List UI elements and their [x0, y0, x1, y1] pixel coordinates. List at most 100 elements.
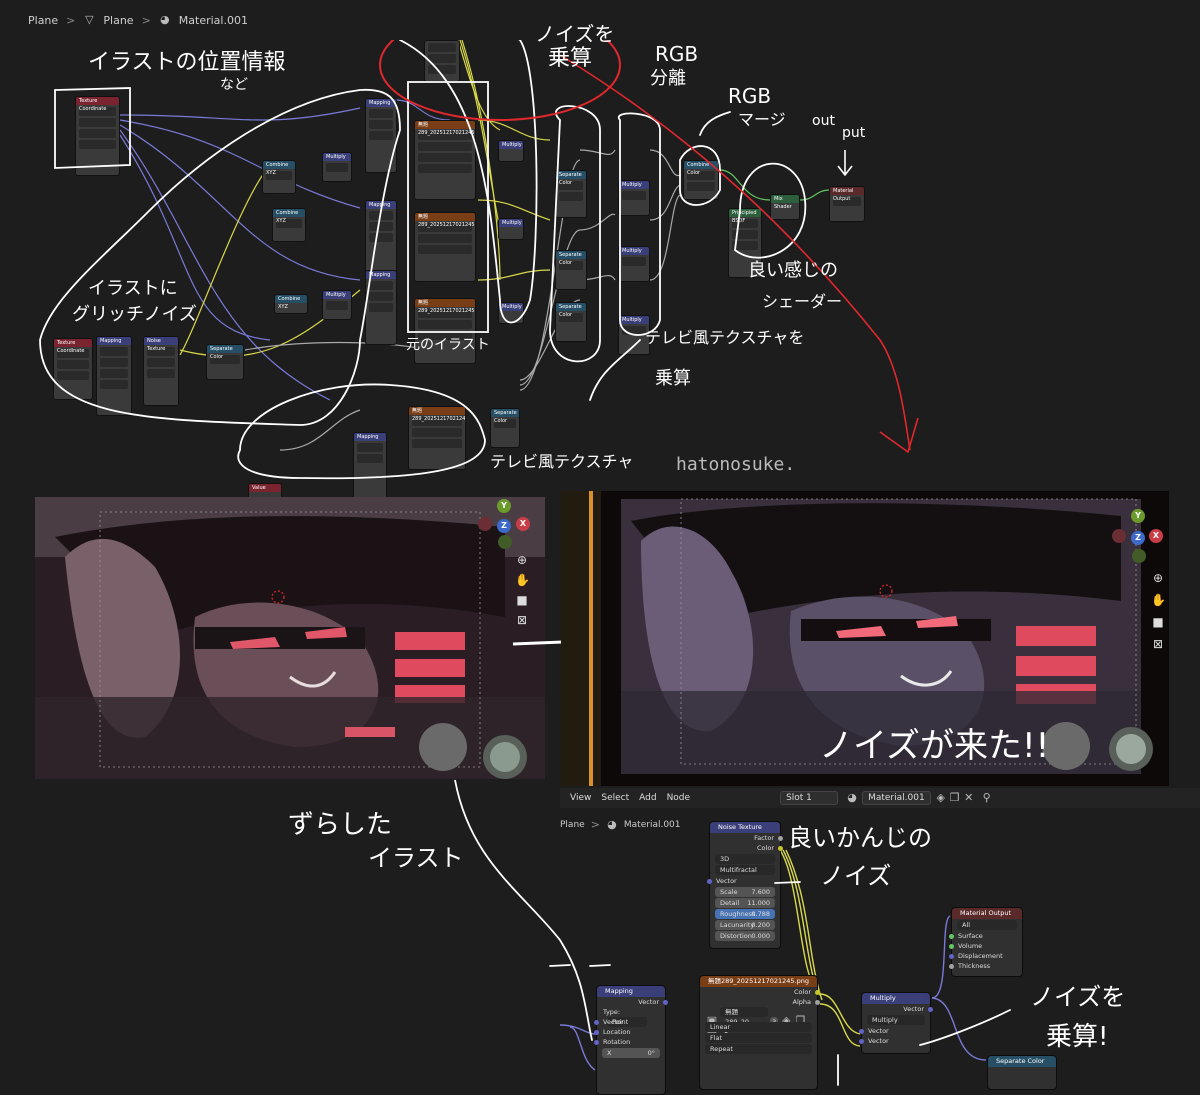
gizmo-z-axis[interactable]: Z [497, 519, 511, 533]
projection-select[interactable]: Flat [705, 1033, 812, 1043]
node-mix-shader[interactable]: Mix Shader [770, 194, 800, 220]
duplicate-icon[interactable]: ❐ [795, 1014, 806, 1027]
material-output-node[interactable]: Material Output All Surface Volume Displ… [949, 907, 1023, 977]
node-separate-color-2[interactable]: Separate Color [490, 408, 520, 448]
operation-select[interactable]: Multiply [867, 1015, 925, 1025]
viewport-before[interactable]: Y Z X ⊕ ✋ ■ ⊠ [35, 497, 545, 779]
gizmo-neg-y[interactable] [1132, 549, 1146, 563]
node-multiply-2[interactable]: Multiply [322, 290, 352, 320]
node-multiply-3[interactable]: Multiply [498, 140, 524, 162]
noise-texture-node[interactable]: Noise Texture Factor Color 3D Multifract… [707, 821, 783, 949]
node-combine-xyz-1[interactable]: Combine XYZ [262, 160, 296, 194]
node-mapping-5[interactable]: Mapping [353, 432, 387, 502]
hand-pan-icon[interactable]: ✋ [515, 573, 530, 587]
mapping-node[interactable]: Mapping Vector Type: Point Vector Locati… [594, 985, 668, 1095]
annotation-output: out [812, 113, 835, 129]
node-tex-coord-2[interactable]: Texture Coordinate [53, 338, 93, 400]
menu-view[interactable]: View [570, 793, 592, 803]
node-sep-r[interactable]: Separate Color [555, 170, 587, 218]
menu-select[interactable]: Select [601, 793, 630, 803]
gizmo-x-axis[interactable]: X [1149, 529, 1163, 543]
lock-icon[interactable]: ⊠ [516, 613, 528, 627]
annotation-shader-2: シェーダー [762, 292, 843, 311]
zoom-icon[interactable]: ⊕ [516, 553, 528, 567]
node-multiply-g[interactable]: Multiply [618, 246, 650, 282]
multiply-node-header[interactable]: Multiply [862, 993, 930, 1004]
vector-multiply-node[interactable]: Multiply Vector Multiply Vector Vector [859, 992, 933, 1054]
duplicate-icon[interactable]: ❐ [949, 791, 960, 804]
mapping-type-select[interactable]: Point [607, 1017, 647, 1027]
menu-add[interactable]: Add [639, 793, 657, 803]
node-title: Noise Texture [144, 337, 178, 352]
node-noise-small[interactable]: Noise Texture [143, 336, 179, 406]
gizmo-z-axis[interactable]: Z [1131, 531, 1145, 545]
gizmo-y-axis[interactable]: Y [1131, 509, 1145, 523]
node-image-3[interactable]: 無題289_20251217021245.png [414, 298, 476, 364]
viewport-after[interactable]: Y Z X ⊕ ✋ ■ ⊠ ノイズが来た!! [561, 491, 1169, 786]
noise-node-header[interactable]: Noise Texture [710, 822, 780, 833]
gizmo-neg-x[interactable] [1112, 529, 1126, 543]
mesh-icon: ▽ [85, 13, 94, 26]
extension-select[interactable]: Repeat [705, 1044, 812, 1054]
material-output-header[interactable]: Material Output [952, 908, 1022, 919]
breadcrumb-material[interactable]: Material.001 [623, 819, 681, 830]
dimension-select[interactable]: 3D [715, 854, 775, 864]
shield-icon[interactable]: ◈ [782, 1014, 791, 1027]
node-multiply-r[interactable]: Multiply [618, 180, 650, 216]
hand-pan-icon[interactable]: ✋ [1151, 593, 1166, 607]
node-mapping-4[interactable]: Mapping [96, 336, 132, 416]
separate-color-header[interactable]: Separate Color [988, 1056, 1056, 1067]
image-icon[interactable]: ▣ [706, 1014, 718, 1027]
camera-icon[interactable]: ■ [516, 593, 528, 607]
image-texture-node[interactable]: 無題289_20251217021245.png Color Alpha ▣ 無… [699, 975, 820, 1090]
node-sep-g[interactable]: Separate Color [555, 250, 587, 290]
gizmo-neg-y[interactable] [498, 535, 512, 549]
node-multiply-4[interactable]: Multiply [498, 218, 524, 240]
node-texture-coordinate[interactable]: Texture Coordinate [75, 96, 120, 176]
node-material-output-small[interactable]: Material Output [829, 186, 865, 222]
node-multiply-1[interactable]: Multiply [322, 152, 352, 182]
separate-color-node[interactable]: Separate Color [987, 1055, 1057, 1090]
zoom-icon[interactable]: ⊕ [1152, 571, 1164, 585]
close-icon[interactable]: ✕ [720, 1027, 732, 1039]
material-name-field[interactable]: Material.001 [862, 791, 931, 805]
annotation-noise-multiply-2: 乗算 [548, 46, 593, 71]
node-combine-xyz-3[interactable]: Combine XYZ [274, 294, 308, 314]
folder-icon[interactable]: ▤ [706, 1027, 718, 1039]
mapping-node-header[interactable]: Mapping [597, 986, 665, 997]
node-image-1[interactable]: 無題289_20251217021245.png [414, 120, 476, 200]
lock-icon[interactable]: ⊠ [1152, 637, 1164, 651]
node-noise-top[interactable] [424, 40, 460, 82]
node-separate-color-small[interactable]: Separate Color [206, 344, 244, 380]
menu-node[interactable]: Node [666, 793, 691, 803]
material-sphere-icon[interactable]: ◕ [847, 791, 857, 804]
node-image-4[interactable]: 無題289_20251217021245.png [408, 406, 466, 470]
node-sep-b[interactable]: Separate Color [555, 302, 587, 342]
node-mapping-2[interactable]: Mapping [365, 200, 397, 275]
target-select[interactable]: All [957, 920, 1017, 930]
close-icon[interactable]: ✕ [964, 791, 974, 804]
node-combine-xyz-2[interactable]: Combine XYZ [272, 208, 306, 242]
interpolation-select[interactable]: Linear [705, 1022, 812, 1032]
fake-user-shield-icon[interactable]: ◈ [936, 791, 945, 804]
noise-type-select[interactable]: Multifractal [715, 865, 775, 875]
gizmo-neg-x[interactable] [478, 517, 492, 531]
gizmo-y-axis[interactable]: Y [497, 499, 511, 513]
image-node-header[interactable]: 無題289_20251217021245.png [700, 976, 817, 987]
gizmo-x-axis[interactable]: X [516, 517, 530, 531]
breadcrumb-object[interactable]: Plane [28, 13, 59, 27]
breadcrumb-object[interactable]: Plane [560, 819, 585, 830]
breadcrumb-mesh[interactable]: Plane [103, 13, 134, 27]
camera-icon[interactable]: ■ [1152, 615, 1164, 629]
breadcrumb-material[interactable]: Material.001 [178, 13, 248, 27]
slot-selector[interactable]: Slot 1 [780, 791, 839, 805]
pin-icon[interactable]: ⚲ [982, 791, 991, 804]
node-image-2[interactable]: 無題289_20251217021245.png [414, 212, 476, 282]
node-title: Value [249, 484, 281, 492]
